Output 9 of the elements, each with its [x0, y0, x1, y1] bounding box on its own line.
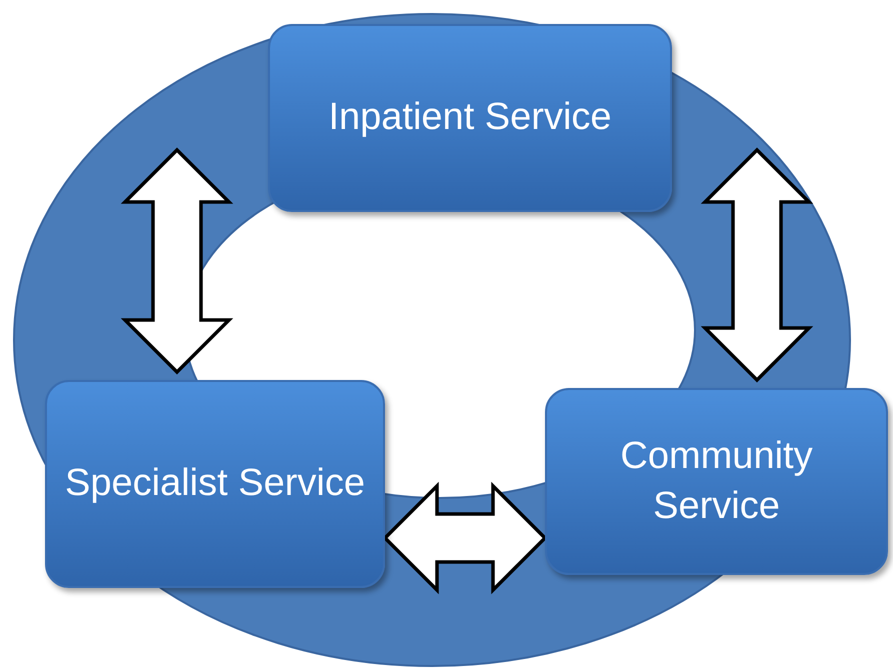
service-label: Inpatient Service [327, 95, 613, 140]
service-box [545, 388, 888, 575]
service-box [45, 380, 385, 588]
service-box [268, 24, 672, 212]
double-block-arrow [382, 482, 548, 594]
service-label: Specialist Service [64, 461, 366, 506]
double-block-arrow [700, 148, 814, 382]
service-label: Community Service [619, 434, 814, 528]
double-block-arrow [120, 148, 234, 374]
